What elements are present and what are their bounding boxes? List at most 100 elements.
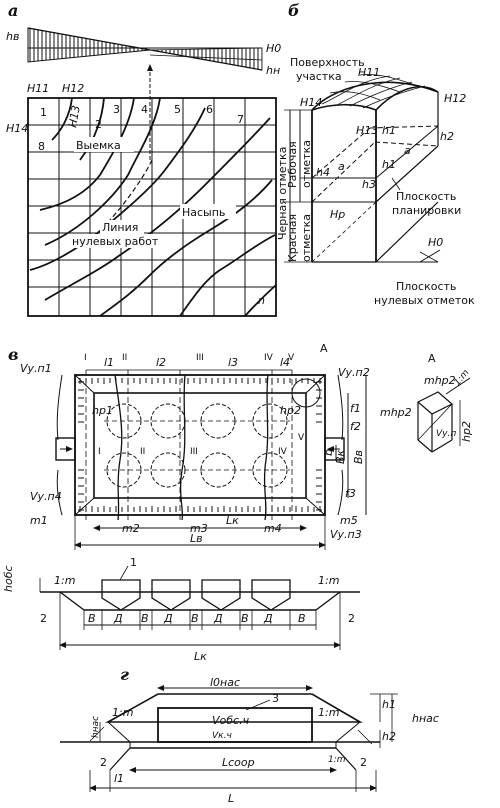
label-H12-a: H12: [62, 82, 84, 95]
label-h1-top: h1: [382, 124, 396, 137]
label-l2: l2: [156, 356, 166, 369]
label-H11-b: H11: [358, 66, 380, 79]
n-label: n: [258, 294, 265, 307]
label-slope-left-g: 1:m: [112, 706, 133, 719]
label-Vyn4: Vу.п4: [30, 490, 62, 503]
label-h-nas: hнас: [412, 712, 439, 725]
section-V-mid: V: [298, 433, 305, 443]
detail-A-label: A: [428, 352, 436, 365]
label-two-right: 2: [348, 612, 355, 625]
section-IV-mid: IV: [278, 447, 288, 457]
label-Bk: Bк: [334, 449, 347, 464]
zero-line: [109, 159, 153, 221]
label-B-3: B: [191, 612, 199, 625]
panel-b: б: [276, 1, 475, 307]
label-hp2: hр2: [280, 404, 301, 417]
label-D-4: Д: [263, 612, 273, 625]
label-two-left: 2: [40, 612, 47, 625]
panel-a-letter: а: [8, 1, 18, 20]
label-l3: l3: [228, 356, 238, 369]
label-H11-a: H11: [27, 82, 49, 95]
label-three: 3: [272, 692, 279, 705]
section-I-top: I: [84, 353, 87, 363]
label-L-soor: Lсоор: [222, 756, 255, 769]
detail-Vyn: Vу.п: [436, 429, 456, 439]
pit-section: [39, 565, 360, 650]
section-slope-right: 1:m: [318, 574, 339, 587]
profile-wedge: [27, 27, 263, 71]
cell-8: 8: [38, 140, 45, 153]
label-h-v: hв: [6, 30, 19, 43]
label-slope-bottom: 1:m: [328, 755, 346, 765]
label-a-1: a: [404, 144, 411, 157]
cell-6: 6: [206, 103, 213, 116]
label-b: b: [322, 449, 335, 456]
section-IV-top: IV: [264, 353, 274, 363]
label-A-circle: A: [320, 342, 328, 355]
embankment-section: [60, 685, 398, 792]
label-D-1: Д: [113, 612, 123, 625]
zero-plane-label-2: нулевых отметок: [374, 294, 475, 307]
fill-label: Насыпь: [182, 206, 225, 219]
terrain-box: [284, 74, 441, 263]
plan-plane-label-2: планировки: [392, 204, 461, 217]
label-two-left-g: 2: [100, 756, 107, 769]
label-slope-right-g: 1:m: [318, 706, 339, 719]
label-h2-g: h2: [382, 730, 396, 743]
label-Bv: Bв: [352, 450, 365, 464]
surface-label-2: участка: [296, 70, 342, 83]
label-Vyn3: Vу.п3: [330, 528, 362, 541]
pit-plan: [55, 369, 367, 550]
cell-1: 1: [40, 106, 47, 119]
label-m5: m5: [340, 514, 358, 527]
panel-g: г l0нас: [60, 665, 439, 805]
label-Lk-bottom: Lк: [194, 650, 207, 663]
red-mark-label-1: Красная: [286, 214, 299, 262]
cut-label: Выемка: [76, 139, 121, 152]
panel-v: в: [2, 342, 473, 663]
label-f1: f1: [350, 402, 361, 415]
label-hp1: hр1: [92, 404, 113, 417]
label-H13-a: H13: [66, 104, 83, 128]
plan-plane-label-1: Плоскость: [396, 190, 456, 203]
section-I-mid: I: [98, 447, 101, 457]
surface-label-1: Поверхность: [290, 56, 365, 69]
label-h-nas-left: hнас: [91, 716, 101, 738]
section-III-top: III: [196, 353, 204, 363]
label-D-3: Д: [213, 612, 223, 625]
label-Lk: Lк: [226, 514, 239, 527]
work-mark-label-2: отметка: [300, 140, 313, 188]
label-H0-b: H0: [428, 236, 443, 249]
contours-a: [29, 97, 277, 317]
label-Lv: Lв: [190, 532, 203, 545]
zero-line-label-1: Линия: [102, 221, 138, 234]
label-V-obs: Vобс.ч: [212, 714, 250, 727]
label-Vyn1: Vу.п1: [20, 362, 52, 375]
label-B-4: B: [241, 612, 249, 625]
label-V-kch: Vк.ч: [212, 731, 232, 741]
section-II-mid: II: [140, 447, 145, 457]
red-mark-label-2: отметка: [300, 214, 313, 262]
panel-v-letter: в: [8, 345, 19, 364]
cell-4: 4: [141, 103, 148, 116]
label-B-5: B: [298, 612, 306, 625]
section-III-mid: III: [190, 447, 198, 457]
cell-7: 7: [237, 113, 244, 126]
label-B-1: B: [88, 612, 96, 625]
label-a-2: a: [338, 160, 345, 173]
grid-a: [27, 97, 277, 317]
work-mark-label-1: Рабочая: [286, 141, 299, 188]
label-l0-nas: l0нас: [210, 676, 240, 689]
label-H14-a: H14: [6, 122, 28, 135]
label-m4: m4: [264, 522, 282, 535]
detail-mhp2-left: mhр2: [380, 406, 412, 419]
label-f2: f2: [350, 420, 361, 433]
label-l1: l1: [104, 356, 114, 369]
panel-a: а hв H0 hн: [6, 1, 281, 317]
label-m3: m3: [190, 522, 208, 535]
cell-3: 3: [113, 103, 120, 116]
label-h1-mid: h1: [382, 158, 396, 171]
zero-plane-label-1: Плоскость: [396, 280, 456, 293]
